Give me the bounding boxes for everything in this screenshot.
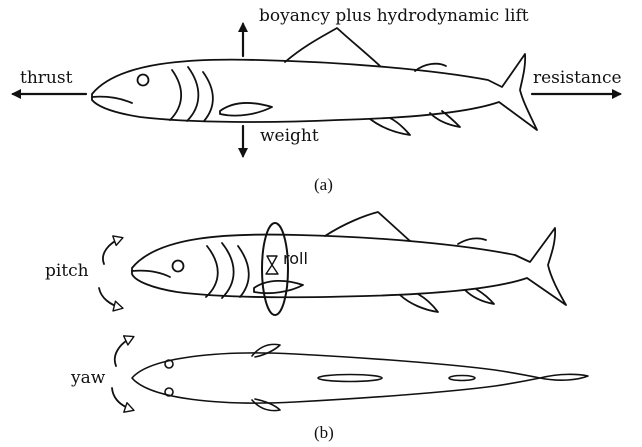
roll-arrow-up bbox=[266, 265, 278, 274]
fish-b-gill-1 bbox=[206, 246, 218, 297]
pitch-arrow-down bbox=[99, 288, 122, 308]
yaw-arrow-down bbox=[112, 388, 133, 410]
pitch-label: pitch bbox=[45, 263, 89, 280]
fish-a-pectoral-fin bbox=[220, 103, 272, 116]
fish-c bbox=[132, 344, 588, 410]
caption-b: (b) bbox=[314, 424, 334, 441]
fish-c-pectoral-fin-bottom bbox=[252, 399, 280, 411]
fish-a-eye bbox=[138, 75, 149, 86]
fish-a-gill-3 bbox=[203, 72, 213, 121]
resistance-label: resistance bbox=[533, 70, 622, 87]
fish-b-mouth bbox=[132, 271, 170, 277]
fish-a-gill-1 bbox=[170, 70, 181, 120]
roll-arrow-down bbox=[267, 256, 277, 265]
yaw-arrow-up bbox=[115, 337, 133, 366]
fish-a-mouth bbox=[92, 97, 132, 103]
fish-a-pelvic-fin bbox=[370, 118, 410, 135]
fish-c-adipose-fin bbox=[449, 376, 475, 381]
fish-c-dorsal-fin bbox=[318, 375, 382, 382]
fish-b-gill-2 bbox=[222, 243, 234, 298]
lift-label: boyancy plus hydrodynamic lift bbox=[259, 8, 529, 25]
fish-a-gill-2 bbox=[187, 67, 198, 121]
fish-b-adipose-fin bbox=[458, 238, 486, 244]
pitch-arrow-up bbox=[103, 238, 122, 264]
fish-b-pectoral-fin bbox=[254, 281, 303, 293]
fish-b-pelvic-fin bbox=[400, 294, 438, 312]
fish-a-dorsal-fin bbox=[285, 28, 380, 66]
fish-c-tail bbox=[540, 374, 588, 380]
roll-label: roll bbox=[283, 251, 308, 267]
fish-b bbox=[132, 212, 566, 312]
fish-b-anal-fin bbox=[465, 289, 494, 304]
fish-c-body bbox=[132, 353, 540, 403]
fish-a-body bbox=[92, 54, 537, 130]
caption-a: (a) bbox=[314, 176, 333, 193]
fish-a bbox=[92, 28, 537, 135]
fish-b-gill-3 bbox=[238, 246, 249, 297]
weight-label: weight bbox=[260, 128, 319, 145]
fish-b-body bbox=[132, 228, 566, 305]
fish-c-pectoral-fin-top bbox=[252, 344, 280, 357]
fish-b-eye bbox=[173, 261, 184, 272]
thrust-label: thrust bbox=[20, 70, 72, 87]
yaw-label: yaw bbox=[71, 370, 105, 387]
